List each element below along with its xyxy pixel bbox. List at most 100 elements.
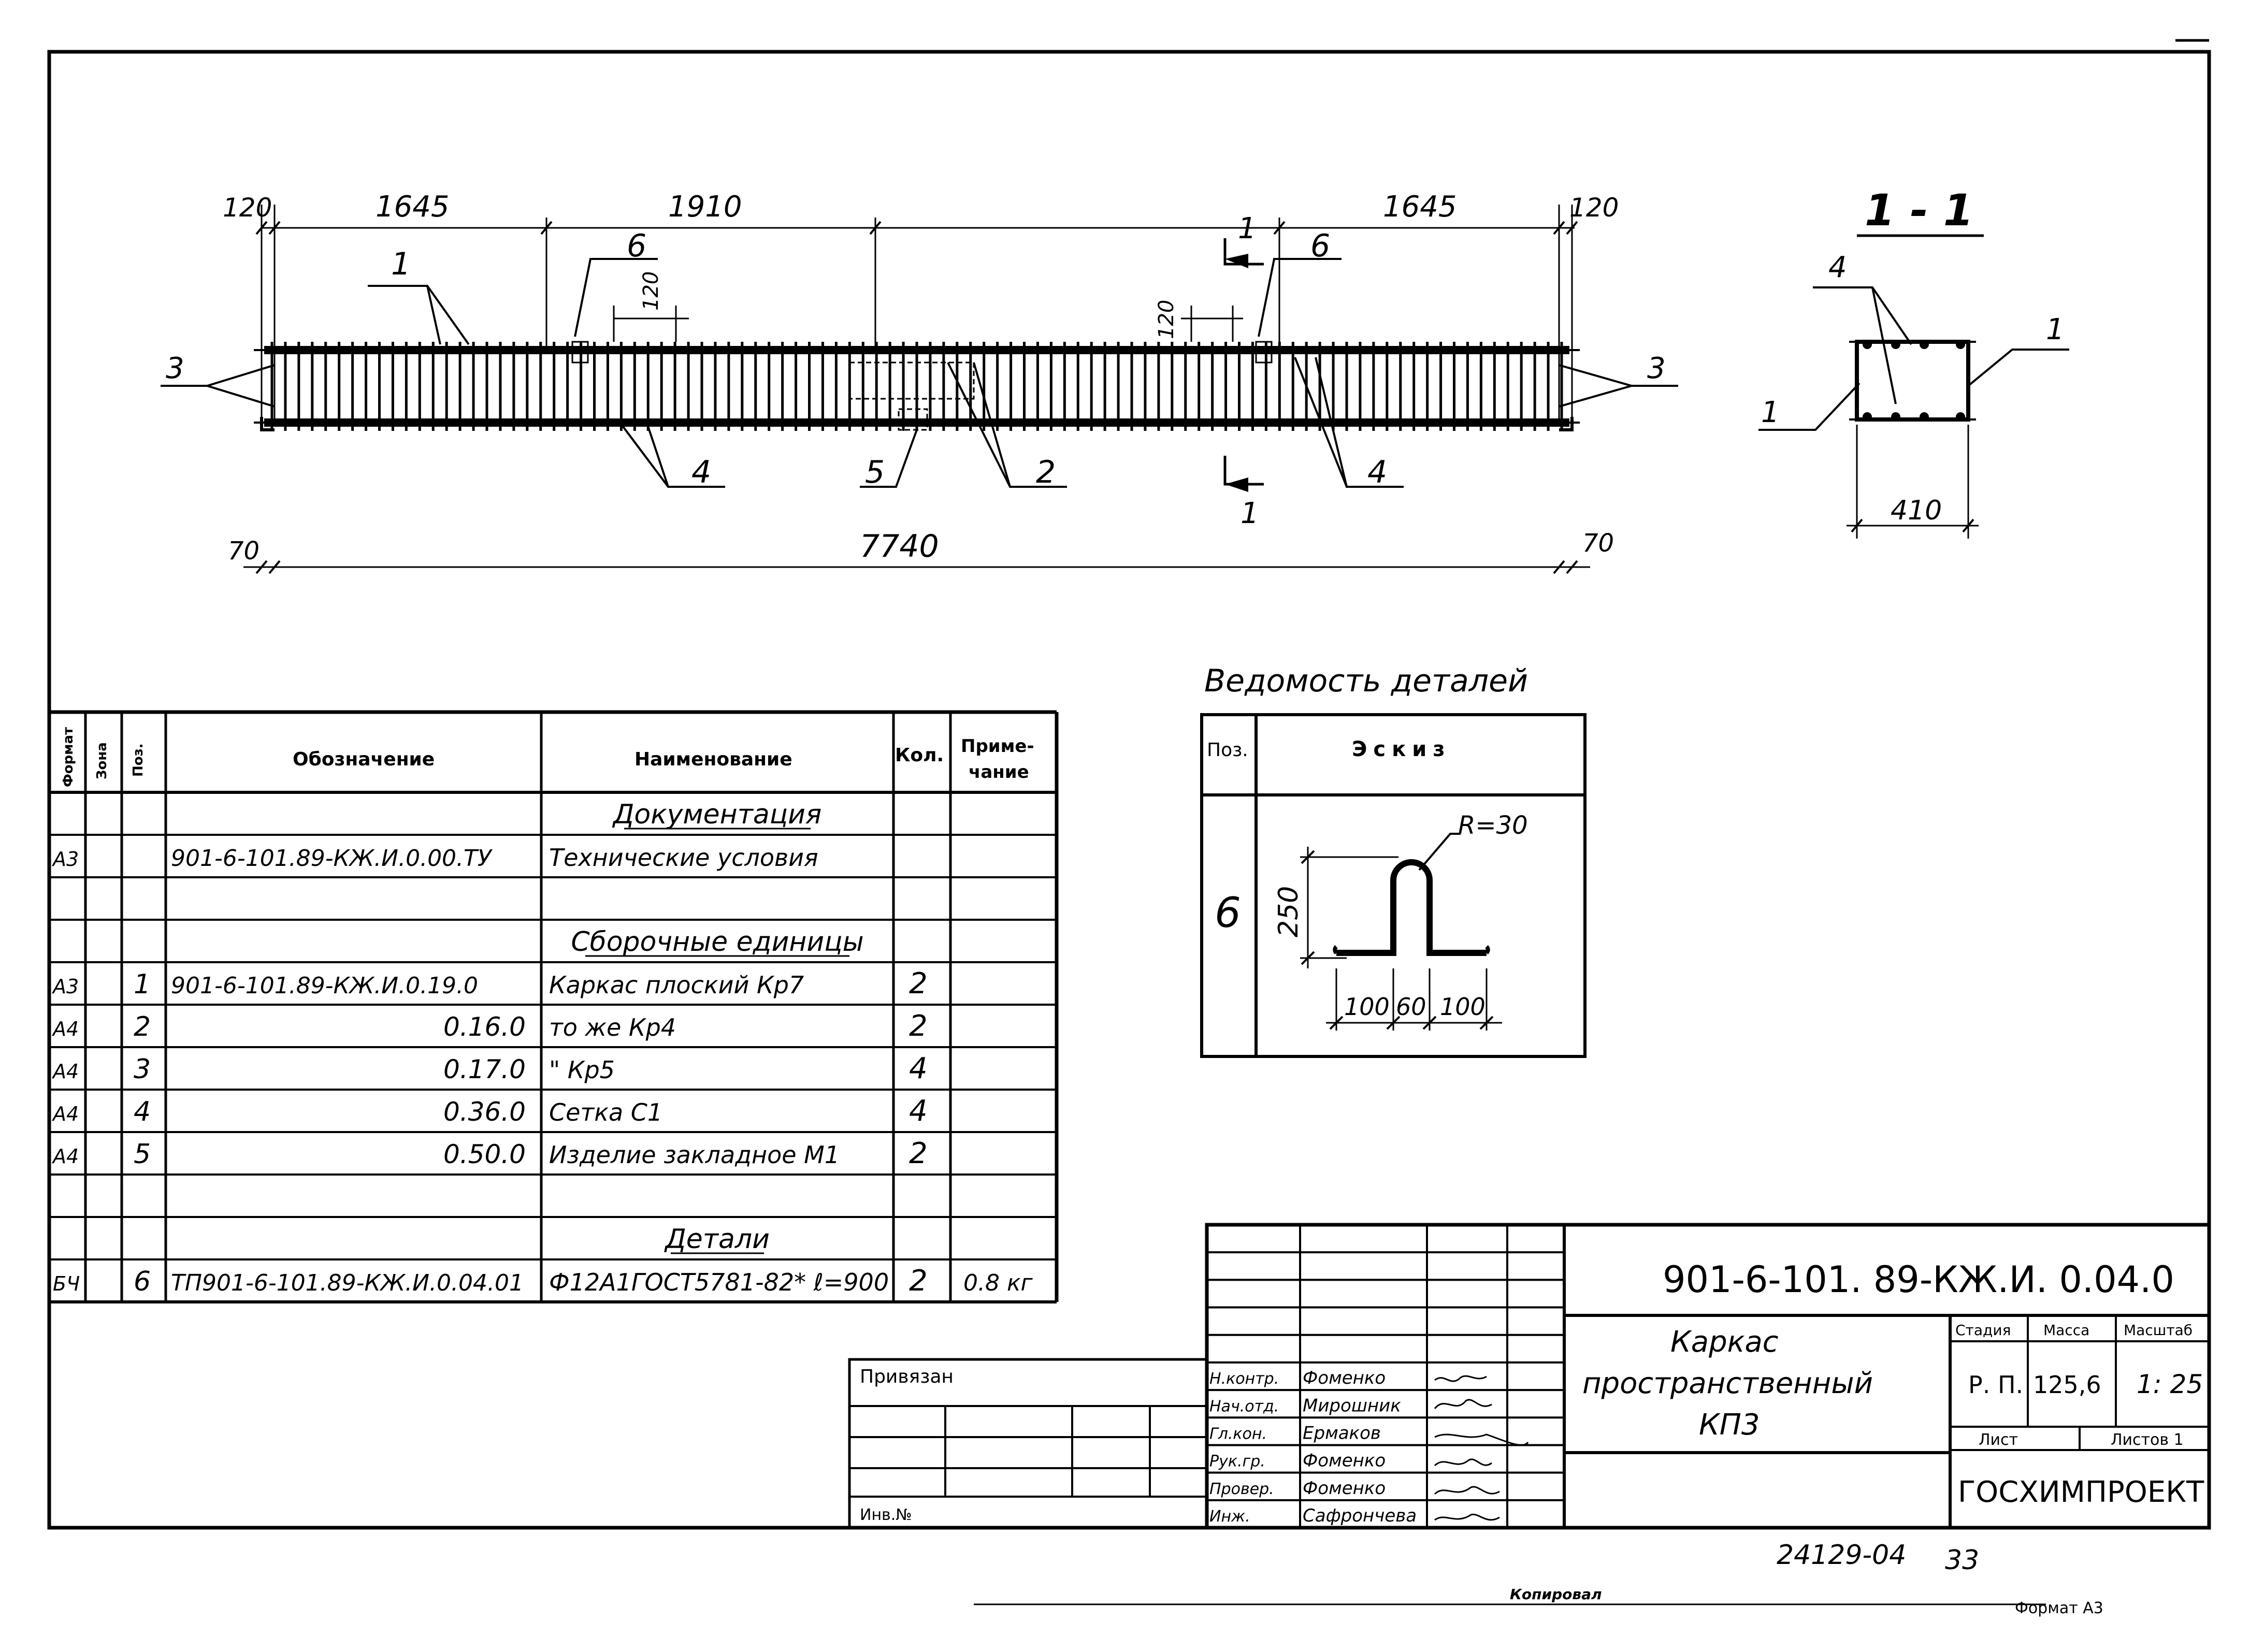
dim-stirrup-left: 120 [639,271,663,311]
spec-cell-designation: 0.17.0 [443,1054,526,1084]
spec-header-note-1: Приме- [961,736,1034,757]
dim-overhang-right: 70 [1582,529,1614,558]
spec-cell-designation: 0.16.0 [443,1012,526,1042]
scale-label: Масштаб [2124,1322,2193,1339]
section-1-1: 1 - 1 4 1 1 410 [1758,185,2069,539]
dim-right-span: 1645 [1383,190,1457,224]
details-width-middle: 60 [1396,993,1426,1021]
spec-header-format: Формат [61,727,76,787]
pos-label-3-right: 3 [1647,352,1666,385]
pos-label-1: 1 [391,246,411,282]
spec-cell-designation: 901-6-101.89-КЖ.И.0.00.ТУ [171,845,493,872]
spec-cell-qty: 2 [909,1264,928,1298]
dim-section-width: 410 [1891,495,1942,526]
section-label-1-left: 1 [1761,396,1780,429]
section-mark-top: 1 [1238,212,1257,245]
spec-cell-qty: 2 [909,1009,928,1043]
spec-cell-pos: 3 [134,1054,151,1085]
spec-header-pos: Поз. [131,743,146,777]
dim-left-span: 1645 [376,190,450,224]
spec-cell-pos: 6 [134,1266,151,1297]
spec-cell-format: А4 [51,1018,79,1040]
role-title: Нач.отд. [1209,1397,1279,1415]
title-block: Привязан Инв.№ 901-6-101. 89-КЖ.И. 0.04.… [848,1223,2211,1530]
role-title: Гл.кон. [1209,1425,1267,1443]
details-width-right: 100 [1440,993,1486,1021]
spec-header-qty: Кол. [895,745,944,766]
details-col-pos: Поз. [1207,740,1248,761]
spec-cell-designation: 0.36.0 [443,1097,526,1127]
spec-cell-pos: 2 [134,1011,151,1042]
role-person: Фоменко [1303,1368,1386,1388]
spec-cell-qty: 2 [909,967,928,1001]
spec-cell-format: А3 [51,848,79,871]
spec-cell-qty: 4 [909,1052,928,1085]
inv-no-label: Инв.№ [860,1506,912,1524]
spec-cell-format: А4 [51,1103,79,1125]
dim-overhang-left: 70 [228,537,259,566]
sheet-frame [47,39,2211,1530]
pos-label-4-left: 4 [691,454,711,490]
spec-cell-name: Сетка С1 [549,1098,662,1126]
spec-cell-name: то же Кр4 [549,1013,676,1041]
cage-elevation: 120 1645 1910 1645 120 [161,190,1678,574]
spec-cell-designation: 901-6-101.89-КЖ.И.0.19.0 [171,973,478,999]
role-text: Н.контр.ФоменкоНач.отд.МирошникГл.кон.Ер… [1209,1368,1417,1526]
role-title: Провер. [1209,1480,1274,1498]
stirrups [270,342,1563,431]
role-person: Фоменко [1303,1478,1386,1499]
spec-cell-note: 0.8 кг [963,1270,1033,1296]
dim-end-right: 120 [1569,193,1619,223]
spec-cell-format: А4 [51,1060,79,1083]
privyazan-label: Привязан [860,1366,954,1387]
sheets-label: Листов 1 [2111,1431,2184,1449]
role-person: Ермаков [1303,1423,1381,1443]
stage-label: Стадия [1955,1322,2011,1339]
spec-cell-name: Каркас плоский Кр7 [549,971,804,999]
object-name-2: пространственный [1582,1367,1873,1400]
stage-value: Р. П. [1968,1371,2023,1399]
role-person: Сафрончева [1303,1505,1417,1526]
mass-value: 125,6 [2033,1371,2101,1399]
details-col-sketch: Эскиз [1352,737,1451,761]
role-person: Фоменко [1303,1451,1386,1471]
details-title: Ведомость деталей [1204,663,1528,699]
spec-section-heading: Сборочные единицы [571,926,863,958]
spec-cell-pos: 5 [134,1139,151,1170]
object-name-1: Каркас [1670,1325,1779,1359]
details-pos: 6 [1215,889,1241,937]
spec-cell-name: Технические условия [549,844,818,872]
scale-value: 1: 25 [2137,1369,2203,1399]
dim-end-left: 120 [223,193,272,223]
role-person: Мирошник [1303,1395,1401,1416]
role-title: Н.контр. [1209,1370,1279,1388]
mass-label: Масса [2043,1322,2089,1339]
spec-header-zone: Зона [94,742,110,779]
sheet-label: Лист [1979,1431,2018,1449]
role-grid [1207,1225,1564,1528]
spec-cell-name: " Кр5 [549,1056,615,1084]
pos-label-2: 2 [1036,454,1056,490]
spec-grid [48,710,1059,1303]
spec-cell-name: Ф12А1ГОСТ5781-82* ℓ=900 [549,1268,889,1296]
signatures [1434,1375,1529,1521]
spec-cell-qty: 4 [909,1094,928,1128]
section-label-1-right: 1 [2046,313,2065,346]
spec-cell-format: А3 [51,975,79,998]
role-title: Рук.гр. [1209,1453,1265,1471]
spec-cell-pos: 1 [134,969,151,1000]
pos-label-3-left: 3 [166,352,184,385]
section-mark-bottom: 1 [1241,497,1259,530]
pos-label-6-right: 6 [1310,228,1330,264]
spec-section-heading: Документация [612,799,821,830]
pos-label-4-right: 4 [1367,454,1387,490]
spec-table: Формат Зона Поз. Обозначение Наименовани… [48,710,1059,1303]
spec-header-note-2: чание [969,762,1029,782]
footer: 24129-04 33 Копировал Формат А3 [974,1540,2103,1617]
details-width-left: 100 [1344,993,1390,1021]
dim-total: 7740 [860,528,939,564]
spec-cell-format: БЧ [53,1272,80,1295]
section-title: 1 - 1 [1865,185,1973,236]
